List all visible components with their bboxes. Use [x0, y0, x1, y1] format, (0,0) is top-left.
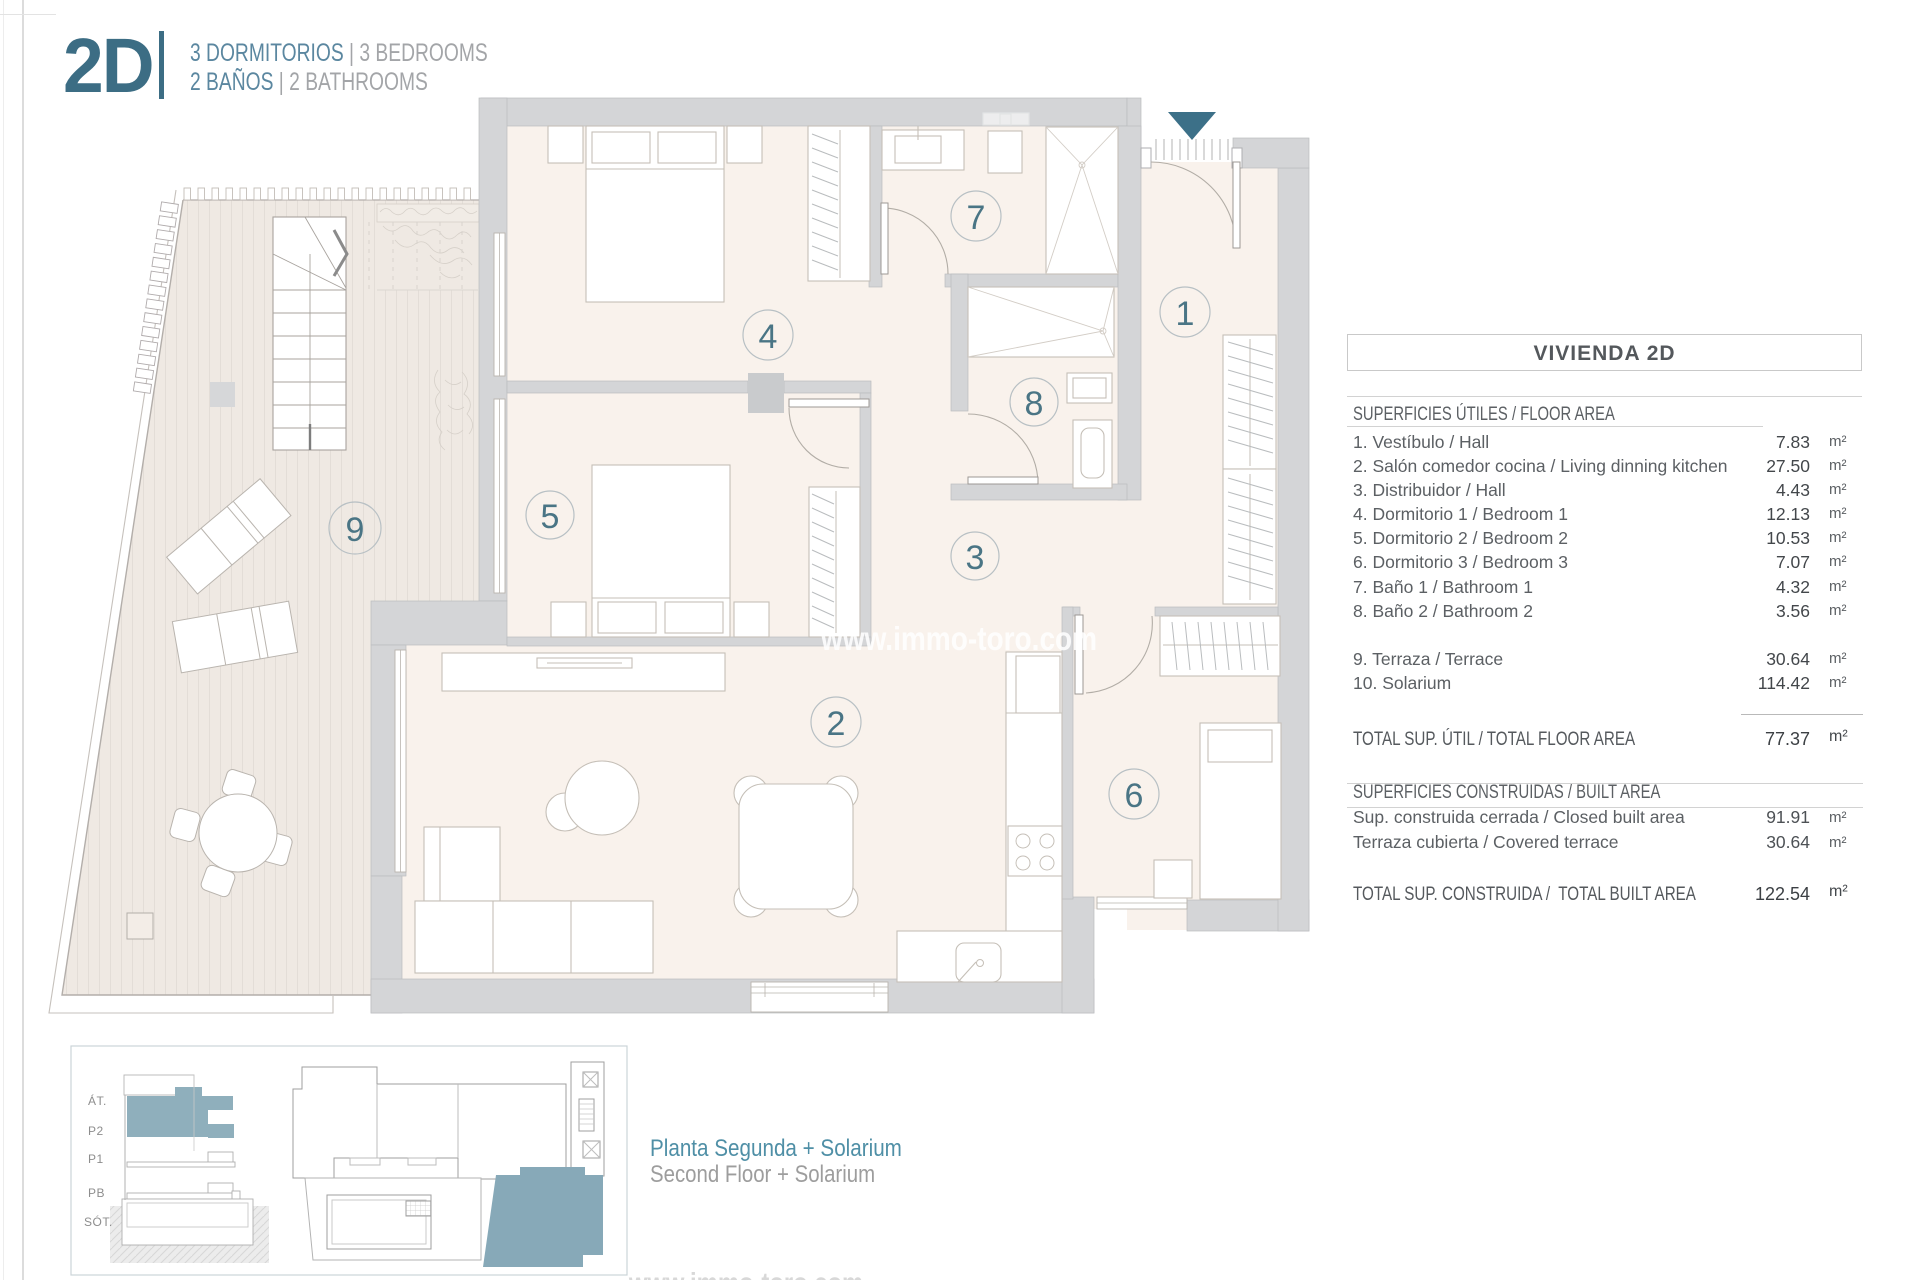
svg-text:3: 3 [966, 539, 985, 577]
svg-text:7: 7 [967, 199, 986, 237]
svg-text:www.immo-toro.com: www.immo-toro.com [628, 1266, 863, 1280]
svg-text:2: 2 [827, 705, 846, 743]
svg-text:9: 9 [346, 511, 365, 549]
svg-text:4: 4 [759, 318, 778, 356]
svg-text:1: 1 [1176, 295, 1195, 333]
svg-text:5: 5 [541, 498, 560, 536]
svg-text:8: 8 [1025, 385, 1044, 423]
svg-text:www.immo-toro.com: www.immo-toro.com [820, 621, 1097, 658]
svg-text:6: 6 [1125, 777, 1144, 815]
